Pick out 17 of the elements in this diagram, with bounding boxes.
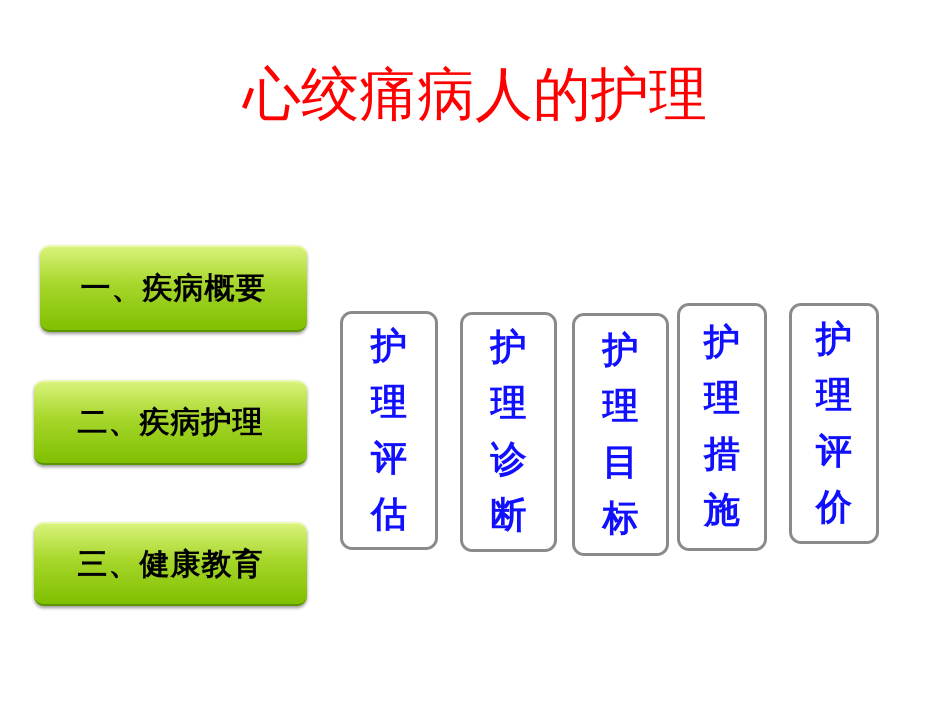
step-label: 护理评估 xyxy=(369,324,408,536)
menu-tile xyxy=(34,380,307,465)
menu-tile xyxy=(40,245,307,332)
step-label: 护理诊断 xyxy=(488,326,528,538)
step-label: 护理目标 xyxy=(600,328,640,540)
step-label: 护理措施 xyxy=(702,321,741,533)
menu-tile xyxy=(34,522,307,606)
step-box xyxy=(677,303,767,551)
step-box xyxy=(789,303,879,544)
step-box xyxy=(340,311,438,550)
title: 心绞痛病人的护理 xyxy=(241,59,708,130)
step-box xyxy=(572,313,669,556)
step-box xyxy=(460,312,557,552)
step-label: 护理评价 xyxy=(814,318,853,530)
section-label: 二、疾病护理 xyxy=(78,404,264,442)
section-label: 一、疾病概要 xyxy=(80,270,266,308)
section-label: 三、健康教育 xyxy=(78,546,264,584)
